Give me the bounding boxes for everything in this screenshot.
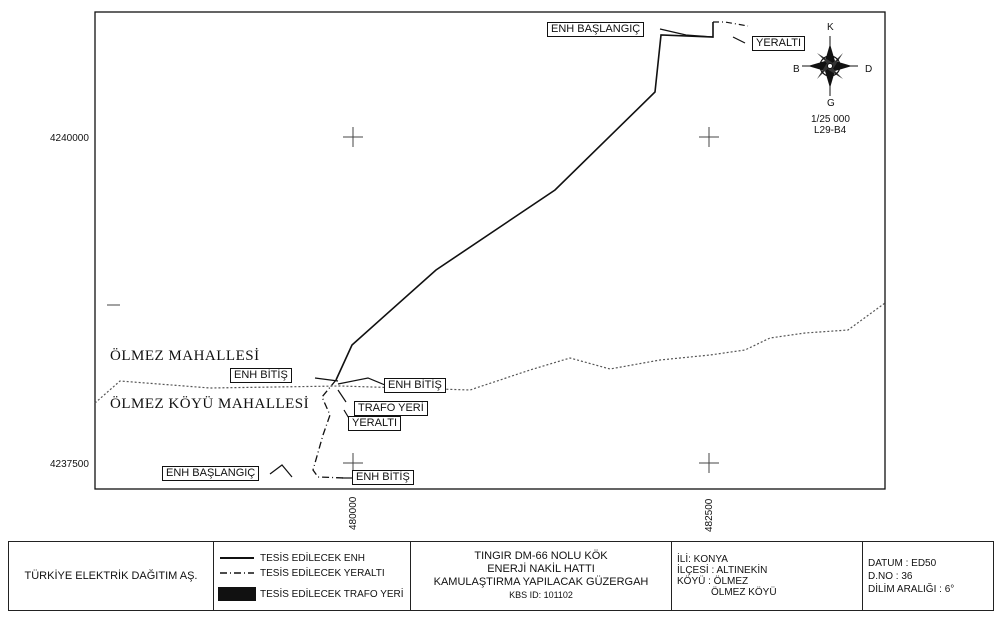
legend-label-trafo: TESİS EDİLECEK TRAFO YERİ: [260, 588, 404, 600]
location-il: İLİ: KONYA: [677, 554, 728, 565]
leader-yeralti-top: [732, 36, 746, 44]
datum-cell: DATUM : ED50 D.NO : 36 DİLİM ARALIĞI : 6…: [862, 541, 994, 611]
legend-item-trafo: TESİS EDİLECEK TRAFO YERİ: [218, 587, 406, 602]
legend-item-yeralti: TESİS EDİLECEK YERALTI: [218, 566, 406, 581]
legend-symbols-cell: TESİS EDİLECEK ENH TESİS EDİLECEK YERALT…: [213, 541, 411, 611]
grid-label-482500: 482500: [704, 498, 715, 532]
place-olmez-koyu-mahallesi: ÖLMEZ KÖYÜ MAHALLESİ: [110, 396, 310, 412]
enh-line: [335, 22, 714, 381]
callout-enh-bitis-bottom: ENH BİTİŞ: [352, 470, 414, 485]
project-line3: KAMULAŞTIRMA YAPILACAK GÜZERGAH: [433, 576, 649, 588]
location-ilce: İLÇESİ : ALTINEKİN: [677, 565, 768, 576]
road-line: [94, 302, 886, 404]
legend-table: TÜRKİYE ELEKTRİK DAĞITIM AŞ. TESİS EDİLE…: [8, 541, 994, 611]
map-sheet: L29-B4: [814, 125, 847, 136]
callout-enh-bitis-right: ENH BİTİŞ: [384, 378, 446, 393]
enh-line-icon: [218, 553, 256, 563]
callout-enh-baslangic-top: ENH BAŞLANGIÇ: [547, 22, 645, 37]
company-cell: TÜRKİYE ELEKTRİK DAĞITIM AŞ.: [8, 541, 214, 611]
place-olmez-mahallesi: ÖLMEZ MAHALLESİ: [110, 348, 260, 364]
route-map: 4240000 4237500 480000 482500 K G D B 1/…: [50, 11, 886, 532]
compass-rose-icon: [802, 36, 858, 96]
callout-trafo-yeri: TRAFO YERİ: [354, 401, 428, 416]
callout-yeralti-top: YERALTI: [752, 36, 806, 51]
yeralti-line-bottom: [312, 379, 346, 479]
project-kbs-id: KBS ID: 101102: [509, 590, 573, 600]
trafo-block-icon: [218, 587, 256, 601]
datum-dilim: DİLİM ARALIĞI : 6°: [868, 583, 955, 595]
datum-dno: D.NO : 36: [868, 570, 913, 582]
grid-label-4240000: 4240000: [50, 133, 89, 144]
map-frame: [94, 11, 886, 490]
project-line2: ENERJİ NAKİL HATTI: [487, 563, 595, 575]
datum-value: DATUM : ED50: [868, 557, 937, 569]
project-cell: TINGIR DM-66 NOLU KÖK ENERJİ NAKİL HATTI…: [410, 541, 672, 611]
yeralti-line-top: [713, 21, 749, 27]
callout-enh-bitis-left: ENH BİTİŞ: [230, 368, 292, 383]
project-line1: TINGIR DM-66 NOLU KÖK: [474, 550, 608, 562]
callout-enh-baslangic-bottom: ENH BAŞLANGIÇ: [162, 466, 260, 481]
callout-yeralti-mid: YERALTI: [348, 416, 402, 431]
map-canvas: [94, 11, 886, 490]
legend-label-enh: TESİS EDİLECEK ENH: [260, 552, 366, 564]
leader-top: [659, 28, 714, 38]
location-koy: KÖYÜ : ÖLMEZ: [677, 576, 749, 587]
legend-item-enh: TESİS EDİLECEK ENH: [218, 551, 406, 566]
company-name: TÜRKİYE ELEKTRİK DAĞITIM AŞ.: [24, 570, 198, 582]
compass-east-label: D: [865, 64, 873, 75]
grid-label-480000: 480000: [348, 496, 359, 530]
grid-crosses: [107, 127, 719, 473]
map-scale: 1/25 000: [811, 114, 850, 125]
legend-label-yeralti: TESİS EDİLECEK YERALTI: [260, 567, 385, 579]
grid-label-4237500: 4237500: [50, 459, 89, 470]
compass-south-label: G: [827, 98, 835, 109]
yeralti-line-icon: [218, 568, 256, 578]
location-koy2: ÖLMEZ KÖYÜ: [711, 587, 777, 598]
compass-north-label: K: [827, 22, 834, 33]
compass-west-label: B: [793, 64, 800, 75]
location-cell: İLİ: KONYA İLÇESİ : ALTINEKİN KÖYÜ : ÖLM…: [671, 541, 863, 611]
